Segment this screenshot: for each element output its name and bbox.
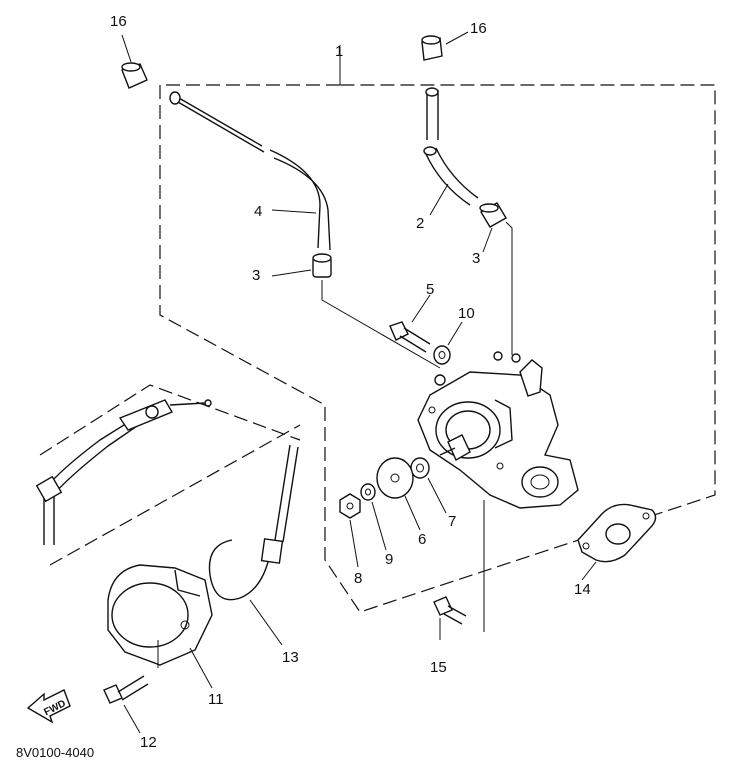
label-11: 11 bbox=[208, 691, 224, 708]
label-16-right: 16 bbox=[470, 20, 487, 37]
part-14-gasket bbox=[577, 503, 657, 581]
label-5: 5 bbox=[426, 281, 434, 298]
forward-arrow-icon: FWD bbox=[26, 689, 71, 724]
part-8-nut bbox=[339, 493, 361, 568]
part-3-sleeve-right bbox=[479, 202, 513, 355]
part-4-hose bbox=[169, 91, 331, 251]
label-3-right: 3 bbox=[472, 250, 480, 267]
label-14: 14 bbox=[574, 581, 591, 598]
label-15: 15 bbox=[430, 659, 447, 676]
part-16-cap-right bbox=[421, 31, 469, 61]
pump-body bbox=[417, 351, 579, 509]
label-13: 13 bbox=[282, 649, 299, 666]
label-10: 10 bbox=[458, 305, 475, 322]
part-12-bolt bbox=[103, 675, 149, 734]
label-9: 9 bbox=[385, 551, 393, 568]
label-2: 2 bbox=[416, 215, 424, 232]
diagram-code: 8V0100-4040 bbox=[16, 745, 94, 760]
part-6-plate bbox=[376, 457, 421, 531]
part-2-hose bbox=[423, 87, 479, 216]
part-3-sleeve-left bbox=[271, 253, 441, 369]
label-7: 7 bbox=[448, 513, 456, 530]
part-5-bolt bbox=[389, 294, 431, 353]
part-15-bolt bbox=[433, 596, 467, 640]
part-9-washer bbox=[360, 483, 387, 551]
part-10-washer bbox=[433, 321, 463, 365]
label-12: 12 bbox=[140, 734, 157, 751]
part-7-washer bbox=[410, 457, 447, 514]
cable-boundary bbox=[39, 384, 301, 566]
label-6: 6 bbox=[418, 531, 426, 548]
label-3-left: 3 bbox=[252, 267, 260, 284]
cable-assembly-left bbox=[35, 399, 212, 545]
assembly-boundary bbox=[159, 84, 716, 613]
label-8: 8 bbox=[354, 570, 362, 587]
label-4: 4 bbox=[254, 203, 262, 220]
label-16-left: 16 bbox=[110, 13, 127, 30]
label-1: 1 bbox=[335, 43, 343, 60]
part-13-cable bbox=[208, 444, 299, 646]
part-11-cover bbox=[107, 564, 213, 689]
part-16-cap-left bbox=[121, 34, 148, 89]
